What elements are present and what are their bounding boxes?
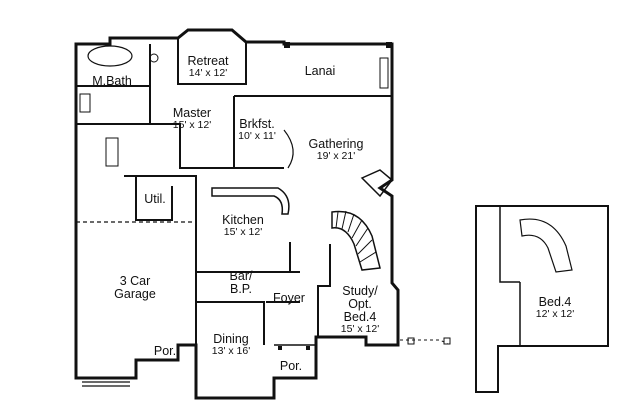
room-name: Por.: [153, 344, 177, 358]
room-foyer: Foyer: [266, 291, 312, 305]
room-name-line1: Bar/: [229, 269, 253, 283]
room-study: Study/ Opt. Bed.4 15' x 12': [328, 284, 392, 336]
room-size: 12' x 12': [535, 308, 575, 321]
room-name: Master: [172, 106, 212, 120]
alt-bed4-plan: [475, 205, 609, 393]
room-name: Foyer: [273, 291, 305, 305]
room-size: 13' x 16': [211, 345, 251, 358]
room-name: Lanai: [304, 64, 336, 78]
room-name: Gathering: [308, 137, 364, 151]
room-size: 15' x 12': [223, 226, 263, 239]
room-bed4-alt: Bed.4 12' x 12': [520, 295, 590, 321]
room-name-line2: B.P.: [229, 282, 252, 297]
room-size: 15' x 12': [172, 119, 212, 132]
room-name: Brkfst.: [239, 117, 275, 131]
room-porch-center: Por.: [272, 359, 310, 373]
room-size: 10' x 11': [238, 130, 276, 143]
room-name: M.Bath: [92, 74, 132, 88]
room-gathering: Gathering 19' x 21': [294, 137, 378, 163]
room-name: Kitchen: [222, 213, 264, 227]
room-bar: Bar/ B.P.: [224, 269, 258, 297]
room-brkfst: Brkfst. 10' x 11': [226, 117, 288, 143]
room-size: 14' x 12': [188, 67, 228, 80]
room-size: 19' x 21': [316, 150, 356, 163]
room-garage: 3 Car Garage: [100, 274, 170, 302]
room-name: Por.: [279, 359, 303, 373]
room-retreat: Retreat 14' x 12': [172, 54, 244, 80]
room-name: Dining: [213, 332, 249, 346]
room-name-line3: Bed.4: [343, 310, 377, 325]
room-master: Master 15' x 12': [156, 106, 228, 132]
room-mbath: M.Bath: [82, 74, 142, 88]
room-name: Retreat: [187, 54, 229, 68]
room-kitchen: Kitchen 15' x 12': [206, 213, 280, 239]
room-porch-left: Por.: [146, 344, 184, 358]
room-size: 15' x 12': [340, 323, 380, 336]
room-name: Util.: [144, 192, 166, 206]
room-name-line2: Garage: [114, 287, 156, 302]
room-name-line1: Study/: [342, 284, 378, 298]
main-house: [74, 28, 451, 400]
room-lanai: Lanai: [290, 64, 350, 78]
room-name-line2: Opt.: [348, 297, 372, 312]
room-dining: Dining 13' x 16': [198, 332, 264, 358]
room-util: Util.: [138, 192, 172, 206]
room-name-line1: 3 Car: [119, 274, 151, 288]
room-name: Bed.4: [538, 295, 572, 309]
